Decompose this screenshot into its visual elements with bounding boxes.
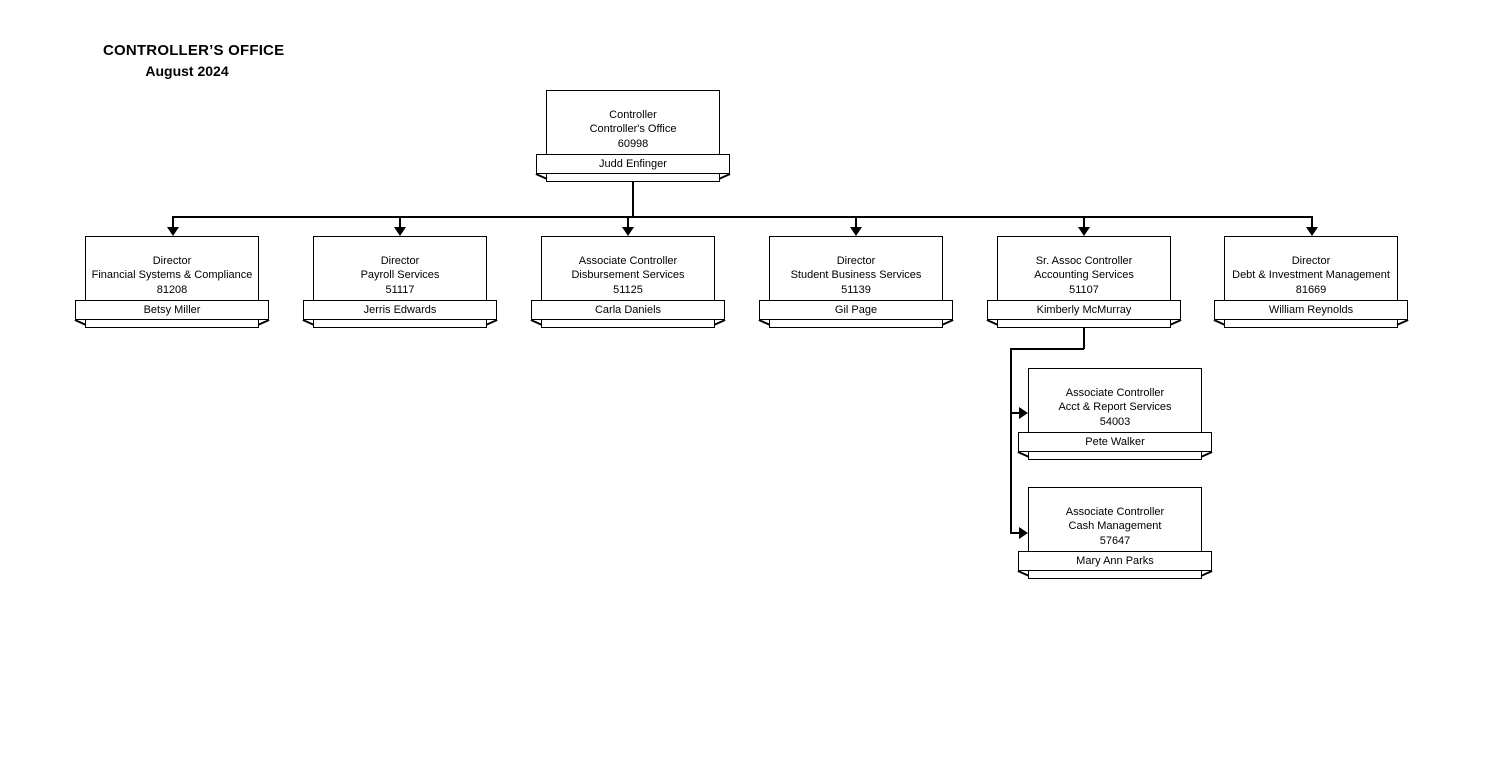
org-node-payroll: Director Payroll Services 51117 Jerris E… bbox=[302, 236, 498, 330]
connector-drop-disbursement bbox=[627, 216, 629, 228]
arrow-down-icon bbox=[1077, 227, 1090, 236]
node-chamfer-right bbox=[941, 319, 954, 326]
node-position-number: 51139 bbox=[841, 283, 871, 296]
node-position-number: 57647 bbox=[1099, 534, 1131, 547]
node-body: Associate Controller Disbursement Servic… bbox=[541, 236, 715, 302]
arrow-down-icon bbox=[849, 227, 862, 236]
arrow-right-icon bbox=[1019, 407, 1028, 419]
node-title: Director bbox=[1291, 254, 1331, 267]
node-chamfer-right bbox=[1396, 319, 1409, 326]
node-title: Director bbox=[380, 254, 420, 267]
node-title: Associate Controller bbox=[578, 254, 678, 267]
page-title: CONTROLLER’S OFFICE bbox=[103, 42, 285, 59]
node-body: Director Student Business Services 51139 bbox=[769, 236, 943, 302]
node-name-banner: Carla Daniels bbox=[531, 300, 725, 320]
node-position-number: 51107 bbox=[1069, 283, 1099, 296]
node-title: Director bbox=[152, 254, 192, 267]
node-person-name: Carla Daniels bbox=[594, 303, 662, 316]
connector-branch-acct-report bbox=[1010, 412, 1022, 414]
node-body: Associate Controller Acct & Report Servi… bbox=[1028, 368, 1202, 434]
connector-drop-student-business bbox=[855, 216, 857, 228]
arrow-down-icon bbox=[1305, 227, 1318, 236]
node-person-name: Jerris Edwards bbox=[363, 303, 437, 316]
connector-drop-accounting bbox=[1083, 216, 1085, 228]
node-title: Director bbox=[836, 254, 876, 267]
arrow-right-icon bbox=[1019, 527, 1028, 539]
node-body: Director Debt & Investment Management 81… bbox=[1224, 236, 1398, 302]
node-position-number: 51125 bbox=[613, 283, 643, 296]
node-department: Controller's Office bbox=[589, 123, 677, 135]
node-department: Payroll Services bbox=[360, 269, 440, 281]
connector-branch-cash-management bbox=[1010, 532, 1022, 534]
org-node-acct-report: Associate Controller Acct & Report Servi… bbox=[1017, 368, 1213, 462]
node-name-banner: Jerris Edwards bbox=[303, 300, 497, 320]
connector-drop-debt-investment bbox=[1311, 216, 1313, 228]
node-body: Associate Controller Cash Management 576… bbox=[1028, 487, 1202, 553]
node-position-number: 60998 bbox=[617, 137, 649, 150]
org-node-debt-investment: Director Debt & Investment Management 81… bbox=[1213, 236, 1409, 330]
connector-drop-financial-systems bbox=[172, 216, 174, 228]
arrow-down-icon bbox=[166, 227, 179, 236]
connector-accounting-elbow bbox=[1010, 348, 1084, 350]
node-chamfer-right bbox=[485, 319, 498, 326]
node-department: Cash Management bbox=[1068, 520, 1162, 532]
node-person-name: Pete Walker bbox=[1085, 435, 1145, 448]
node-chamfer-right bbox=[1200, 451, 1213, 458]
node-position-number: 51117 bbox=[385, 283, 415, 296]
node-position-number: 81208 bbox=[156, 283, 188, 296]
node-name-banner: Mary Ann Parks bbox=[1018, 551, 1212, 571]
node-department: Debt & Investment Management bbox=[1232, 269, 1390, 281]
node-name-banner: William Reynolds bbox=[1214, 300, 1408, 320]
node-person-name: Betsy Miller bbox=[143, 303, 201, 316]
node-chamfer-right bbox=[257, 319, 270, 326]
connector-drop-payroll bbox=[399, 216, 401, 228]
org-node-student-business: Director Student Business Services 51139… bbox=[758, 236, 954, 330]
node-body: Controller Controller's Office 60998 bbox=[546, 90, 720, 156]
node-chamfer-right bbox=[1169, 319, 1182, 326]
node-body: Sr. Assoc Controller Accounting Services… bbox=[997, 236, 1171, 302]
connector-main-horizontal bbox=[172, 216, 1312, 218]
node-body: Director Financial Systems & Compliance … bbox=[85, 236, 259, 302]
arrow-down-icon bbox=[393, 227, 406, 236]
org-node-cash-management: Associate Controller Cash Management 576… bbox=[1017, 487, 1213, 581]
node-person-name: Judd Enfinger bbox=[599, 157, 667, 170]
node-department: Disbursement Services bbox=[571, 269, 685, 281]
org-node-financial-systems: Director Financial Systems & Compliance … bbox=[74, 236, 270, 330]
arrow-down-icon bbox=[621, 227, 634, 236]
node-department: Financial Systems & Compliance bbox=[91, 269, 253, 281]
node-department: Accounting Services bbox=[1034, 269, 1134, 281]
node-title: Associate Controller bbox=[1065, 505, 1165, 518]
node-name-banner: Kimberly McMurray bbox=[987, 300, 1181, 320]
node-person-name: Kimberly McMurray bbox=[1036, 303, 1132, 316]
chart-heading: CONTROLLER’S OFFICE August 2024 bbox=[103, 42, 285, 79]
node-chamfer-right bbox=[1200, 570, 1213, 577]
node-name-banner: Pete Walker bbox=[1018, 432, 1212, 452]
node-body: Director Payroll Services 51117 bbox=[313, 236, 487, 302]
org-node-disbursement: Associate Controller Disbursement Servic… bbox=[530, 236, 726, 330]
node-chamfer-right bbox=[713, 319, 726, 326]
org-node-controller: Controller Controller's Office 60998 Jud… bbox=[535, 90, 731, 184]
connector-controller-stem bbox=[632, 182, 634, 217]
node-title: Sr. Assoc Controller bbox=[1035, 254, 1133, 267]
node-department: Student Business Services bbox=[790, 269, 922, 281]
page-subtitle: August 2024 bbox=[145, 63, 229, 79]
node-department: Acct & Report Services bbox=[1058, 401, 1172, 413]
node-title: Controller bbox=[609, 108, 657, 121]
node-person-name: Gil Page bbox=[834, 303, 878, 316]
node-name-banner: Judd Enfinger bbox=[536, 154, 730, 174]
node-person-name: Mary Ann Parks bbox=[1076, 554, 1154, 567]
node-name-banner: Gil Page bbox=[759, 300, 953, 320]
connector-accounting-stem bbox=[1083, 328, 1085, 349]
node-chamfer-right bbox=[718, 173, 731, 180]
node-position-number: 54003 bbox=[1099, 415, 1131, 428]
node-person-name: William Reynolds bbox=[1268, 303, 1354, 316]
node-position-number: 81669 bbox=[1295, 283, 1327, 296]
node-name-banner: Betsy Miller bbox=[75, 300, 269, 320]
connector-subordinates-vertical bbox=[1010, 348, 1012, 534]
node-title: Associate Controller bbox=[1065, 386, 1165, 399]
org-node-accounting: Sr. Assoc Controller Accounting Services… bbox=[986, 236, 1182, 330]
